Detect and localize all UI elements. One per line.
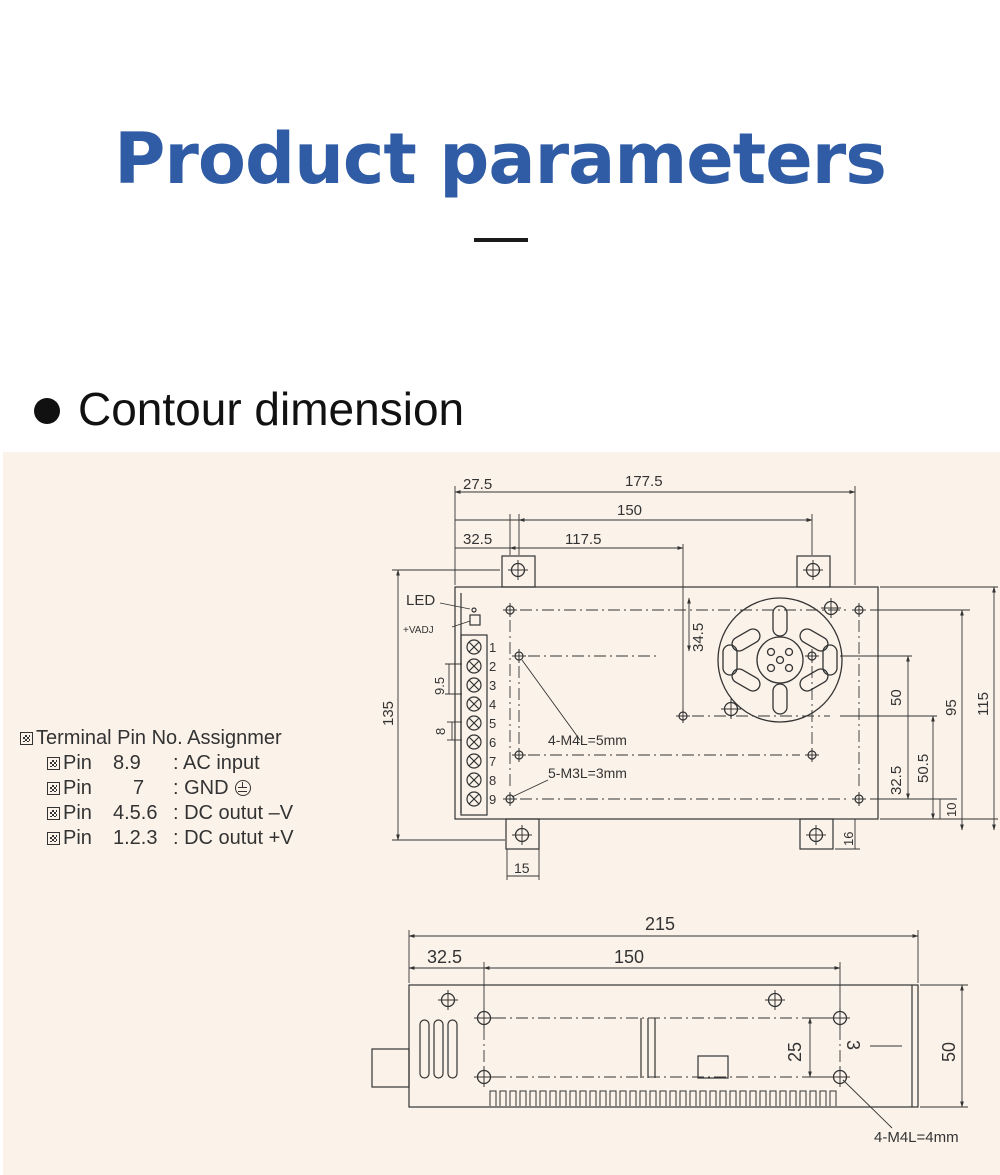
dim-10: 10 <box>944 803 959 817</box>
terminal-label: 6 <box>489 735 496 750</box>
checkered-square-icon <box>47 807 60 820</box>
bracket-bottom-left <box>505 818 540 850</box>
legend-title: Terminal Pin No. Assignmer <box>20 726 294 751</box>
section-title: Contour dimension <box>78 383 465 435</box>
terminal-label: 8 <box>489 773 496 788</box>
bracket-top-left <box>501 555 536 588</box>
dim-27-5: 27.5 <box>463 476 492 493</box>
dim-50: 50 <box>888 689 905 706</box>
terminal-label: 2 <box>489 659 496 674</box>
side-view: 215 32.5 150 25 3 50 4-M4L=4mm <box>371 914 968 1146</box>
dim-32-5: 32.5 <box>463 531 492 548</box>
dim-50-5: 50.5 <box>915 754 932 783</box>
dim-50-side: 50 <box>939 1042 959 1062</box>
terminal-label: 3 <box>489 678 496 693</box>
psu-body-side <box>408 984 919 1108</box>
bracket-bottom-right <box>799 818 834 850</box>
dim-215: 215 <box>645 914 675 934</box>
terminal-label: 4 <box>489 697 496 712</box>
side-vents <box>489 1090 837 1106</box>
dim-32-5-side: 32.5 <box>427 947 462 967</box>
dim-95: 95 <box>943 699 960 716</box>
terminal-label: 5 <box>489 716 496 731</box>
checkered-square-icon <box>47 782 60 795</box>
dim-115: 115 <box>975 692 992 716</box>
dim-32-5-vertical: 32.5 <box>888 766 905 795</box>
m4-side-note: 4-M4L=4mm <box>874 1129 959 1146</box>
dim-34-5: 34.5 <box>690 623 707 652</box>
title-divider <box>474 238 528 242</box>
led-label: LED <box>406 592 435 609</box>
fan-grille <box>717 597 843 723</box>
dim-150: 150 <box>617 502 642 519</box>
checkered-square-icon <box>47 757 60 770</box>
checkered-square-icon <box>47 832 60 845</box>
terminal-numbers: 1 2 3 4 5 6 7 8 9 <box>489 640 496 807</box>
terminal-label: 7 <box>489 754 496 769</box>
vadj-label: +VADJ <box>403 625 434 636</box>
dim-16: 16 <box>841 832 856 846</box>
dim-8: 8 <box>433 728 448 735</box>
m3-screw-note: 5-M3L=3mm <box>548 765 627 781</box>
dim-9-5: 9.5 <box>432 677 447 695</box>
terminal-screws <box>466 639 482 807</box>
checkered-square-icon <box>20 732 33 745</box>
ground-symbol-icon <box>234 780 251 796</box>
dim-25: 25 <box>785 1042 805 1062</box>
dim-117-5: 117.5 <box>565 531 601 548</box>
terminal-label: 1 <box>489 640 496 655</box>
psu-body-top <box>454 586 879 820</box>
dim-150-side: 150 <box>614 947 644 967</box>
dim-3: 3 <box>843 1040 863 1050</box>
dim-135: 135 <box>380 701 397 726</box>
terminal-label: 9 <box>489 792 496 807</box>
m4-screw-note: 4-M4L=5mm <box>548 732 627 748</box>
input-connector <box>371 1048 410 1088</box>
page-title: Product parameters <box>114 118 887 200</box>
bracket-top-right <box>796 555 831 588</box>
terminal-block <box>460 634 488 816</box>
top-view: 1 2 3 4 5 6 7 8 9 LED +VADJ <box>380 473 998 880</box>
bullet-icon <box>34 398 60 424</box>
dim-177-5: 177.5 <box>625 473 663 490</box>
dim-15: 15 <box>514 860 530 876</box>
